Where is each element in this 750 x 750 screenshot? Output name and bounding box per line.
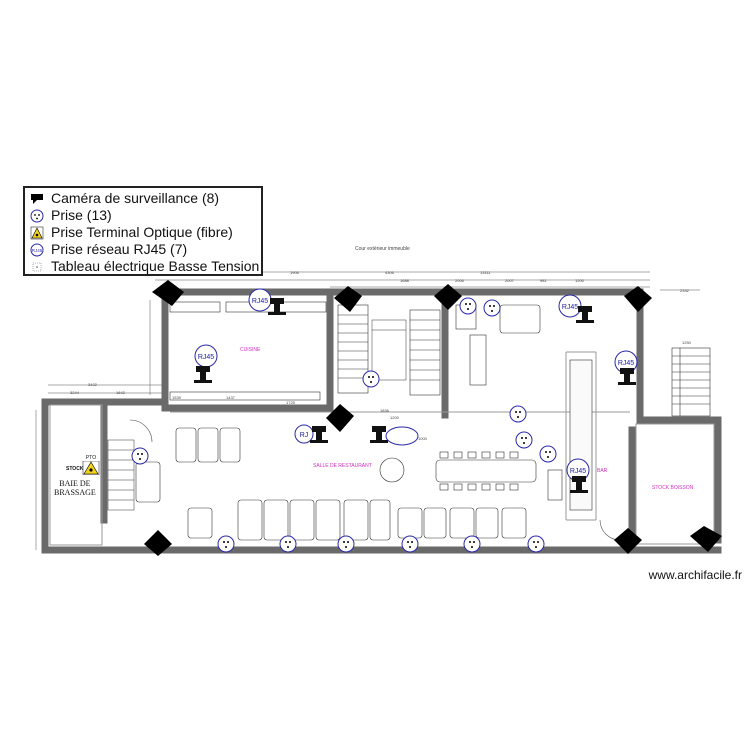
pto-label: PTO <box>85 455 97 461</box>
rj45-icon: RJ45 <box>29 242 45 258</box>
outlet-icon <box>515 431 533 449</box>
outlet-icon <box>483 299 501 317</box>
dimension-label: 3244 <box>70 390 79 395</box>
outlets <box>131 297 557 553</box>
rj45-label: RJ45 <box>562 304 578 311</box>
camera-icon <box>334 286 362 312</box>
outlet-icon <box>527 535 545 553</box>
rack-label-line1: BAIE DE <box>59 479 91 488</box>
rj45-socket: RJ45 <box>558 294 582 318</box>
dimension-label: 2006 <box>455 278 464 283</box>
rj45-socket: RJ45 <box>248 288 272 312</box>
dimension-label: 1725 <box>286 400 295 405</box>
room-label-bar: BAR <box>597 468 608 474</box>
outlet-icon <box>459 297 477 315</box>
panel-icon <box>370 426 388 443</box>
rj45-label: RJ45 <box>252 298 268 305</box>
dimension-label: 1000 <box>418 436 427 441</box>
outlet-icon <box>509 405 527 423</box>
camera-icon <box>690 526 722 552</box>
camera-icon <box>326 404 354 432</box>
legend-camera-label: Caméra de surveillance (8) <box>51 190 220 206</box>
rj45-socket: RJ45 <box>194 344 218 368</box>
stairs-right <box>671 347 711 417</box>
optical-outlet-icon <box>82 460 100 476</box>
camera-icon <box>29 191 45 207</box>
panel-icon <box>268 298 286 315</box>
rj45-socket <box>385 426 419 446</box>
dimension-label: 1836 <box>380 408 389 413</box>
dimension-label: 1437 <box>226 395 235 400</box>
camera-icon <box>614 528 642 554</box>
panel-icon <box>618 368 636 385</box>
room-label-stock-drinks: STOCK BOISSON <box>652 485 694 491</box>
camera-icon <box>152 280 184 306</box>
outlet-icon <box>401 535 419 553</box>
room-label-kitchen: CUISINE <box>240 347 261 353</box>
dimension-label: 1642 <box>116 390 125 395</box>
camera-icon <box>624 286 652 312</box>
outlet-icon <box>539 445 557 463</box>
dimension-label: 981 <box>540 278 547 283</box>
walls <box>41 288 722 554</box>
outlet-icon <box>279 535 297 553</box>
dimension-label: 13111 <box>480 270 491 275</box>
pto-marker: PTO <box>82 455 100 476</box>
dimension-label: 1906 <box>290 270 299 275</box>
panel-icon <box>194 366 212 383</box>
legend-panel-label: Tableau électrique Basse Tension <box>51 258 260 274</box>
legend-outlet-label: Prise (13) <box>51 207 112 223</box>
outlet-icon <box>217 535 235 553</box>
legend-rj45-label: Prise réseau RJ45 (7) <box>51 241 188 257</box>
panel-icon <box>570 476 588 493</box>
rj45-label: RJ45 <box>618 360 634 367</box>
legend-row-outlet: Prise (13) <box>29 207 257 224</box>
rack-label-line2: BRASSAGE <box>54 488 96 497</box>
camera-icon <box>434 284 462 310</box>
legend: Caméra de surveillance (8) Prise (13) Pr… <box>23 186 263 276</box>
rj45-socket: RJ <box>294 424 314 444</box>
outlet-icon <box>362 370 380 388</box>
panel-icon <box>310 426 328 443</box>
rj45-label: RJ45 <box>570 468 586 475</box>
dimension-label: 3422 <box>88 382 97 387</box>
watermark: www.archifacile.fr <box>648 568 742 582</box>
legend-row-optical: Prise Terminal Optique (fibre) <box>29 224 257 241</box>
dimension-label: 1539 <box>172 395 181 400</box>
dimension-label: 1200 <box>390 415 399 420</box>
dimension-label: 4306 <box>385 270 394 275</box>
rj45-label: RJ <box>300 432 309 439</box>
panel-icon <box>576 306 594 323</box>
outlet-icon <box>337 535 355 553</box>
legend-optical-label: Prise Terminal Optique (fibre) <box>51 224 233 240</box>
outlet-icon <box>463 535 481 553</box>
dimension-label: 1250 <box>682 340 691 345</box>
optical-outlet-icon <box>29 225 45 241</box>
rack-label: BAIE DE BRASSAGE <box>54 479 96 497</box>
legend-row-panel: Tableau électrique Basse Tension <box>29 258 260 275</box>
room-label-stock: STOCK <box>66 466 84 472</box>
stairs-kitchen <box>337 304 441 396</box>
outlet-icon <box>131 447 149 465</box>
dimension-label: 1688 <box>400 278 409 283</box>
rj45-label: RJ45 <box>198 354 214 361</box>
legend-row-camera: Caméra de surveillance (8) <box>29 190 257 207</box>
panel-icon <box>29 259 45 275</box>
room-label-dining: SALLE DE RESTAURANT <box>313 463 372 469</box>
dimension-label: 1200 <box>575 278 584 283</box>
dimension-label: 2007 <box>505 278 514 283</box>
top-label: Cour extérieur immeuble <box>355 246 410 252</box>
svg-text:RJ45: RJ45 <box>32 248 43 253</box>
dimension-lines <box>35 271 700 550</box>
dimension-label: 2332 <box>680 288 689 293</box>
outlet-icon <box>29 208 45 224</box>
camera-icon <box>144 530 172 556</box>
legend-row-rj45: RJ45 Prise réseau RJ45 (7) <box>29 241 257 258</box>
